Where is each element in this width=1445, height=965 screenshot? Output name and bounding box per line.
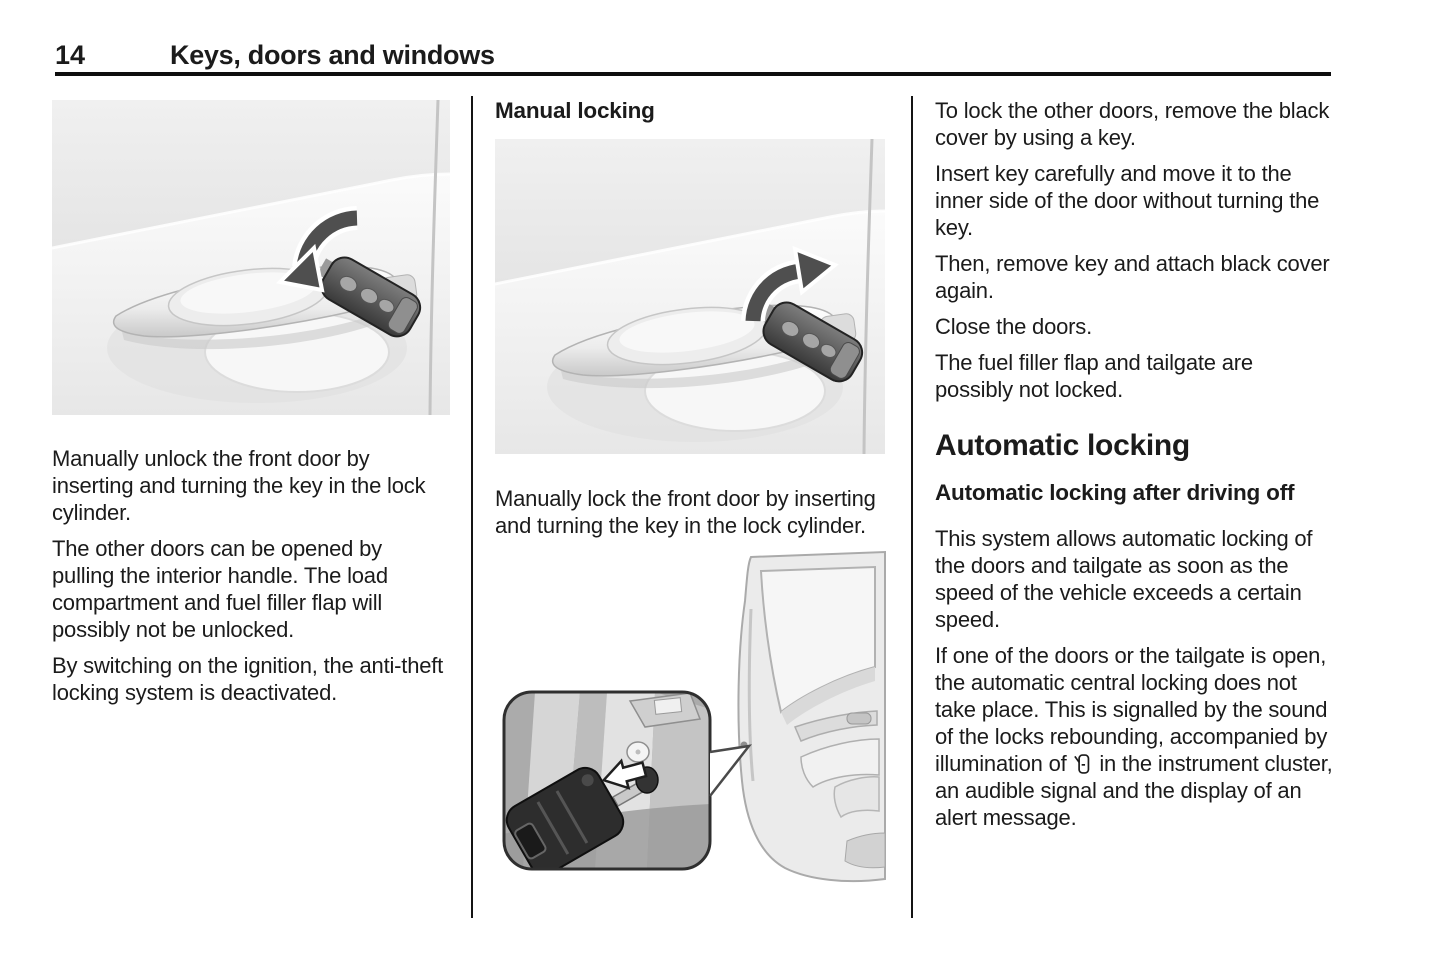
column-divider	[911, 96, 913, 918]
paragraph-text: If one of the doors or the tailgate is o…	[935, 643, 1328, 776]
subsection-heading: Automatic locking after driving off	[935, 480, 1295, 505]
chapter-title: Keys, doors and windows	[170, 40, 495, 70]
body-paragraph: This system allows automatic locking of …	[935, 526, 1313, 632]
section-heading: Automatic locking	[935, 429, 1190, 462]
door-ajar-indicator-icon	[1074, 754, 1090, 774]
rear-door-lock-callout-figure	[495, 549, 890, 884]
figure-door-handle-unlock	[51, 99, 451, 420]
body-paragraph: The other doors can be opened by pulling…	[52, 536, 388, 642]
figure-door-handle-lock	[494, 138, 891, 459]
body-paragraph: The fuel filler flap and tailgate are po…	[935, 350, 1253, 402]
page-number: 14	[55, 40, 86, 70]
body-paragraph: To lock the other doors, remove the blac…	[935, 98, 1330, 150]
header-rule	[55, 72, 1331, 76]
body-paragraph: Then, remove key and attach black cover …	[935, 251, 1330, 303]
paragraph-text: in the instrument cluster, an audible si…	[935, 751, 1333, 830]
figure-rear-door-lock-callout	[495, 549, 891, 889]
body-paragraph: Manually unlock the front door by insert…	[52, 446, 426, 525]
body-paragraph: By switching on the ignition, the anti-t…	[52, 653, 444, 705]
column-left: Manually unlock the front door by insert…	[51, 97, 451, 715]
door-handle-key-unlock-figure	[51, 99, 451, 416]
column-middle: Manual locking	[494, 97, 891, 889]
column-right: To lock the other doors, remove the blac…	[935, 97, 1334, 840]
body-paragraph: Insert key carefully and move it to the …	[935, 161, 1320, 240]
body-paragraph: Manually lock the front door by insertin…	[495, 486, 876, 538]
subsection-heading: Manual locking	[495, 98, 655, 123]
body-paragraph: Close the doors.	[935, 314, 1092, 339]
body-paragraph-with-icon: If one of the doors or the tailgate is o…	[935, 642, 1334, 831]
column-divider	[471, 96, 473, 918]
door-handle-key-lock-figure	[494, 138, 886, 455]
